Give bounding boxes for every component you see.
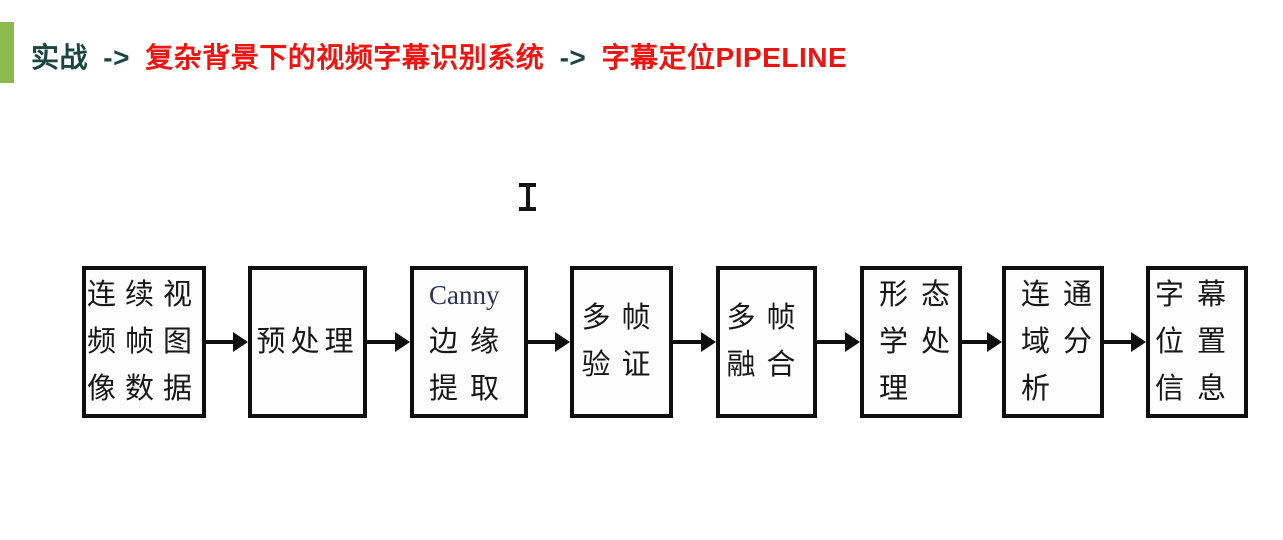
flow-arrow-icon [962,266,1002,418]
flow-box-line: 频帧图 [86,325,201,358]
flow-box-morphology: 形态 学处 理 [860,266,962,418]
flow-box-canny-edge: Canny 边缘 提取 [410,266,528,418]
flow-box-line: 位置 [1154,325,1239,358]
flow-box-line: 字幕 [1154,278,1239,311]
arrow-head [701,332,716,352]
page-title: 实战 -> 复杂背景下的视频字幕识别系统 -> 字幕定位PIPELINE [31,36,847,76]
flow-box-line: 像数据 [86,372,201,405]
flow-box-line: 多帧 [726,302,807,334]
flow-arrow-icon [817,266,860,418]
arrow-shaft [528,340,557,344]
flow-arrow-icon [528,266,570,418]
title-accent-bar [0,22,14,83]
flow-box-connected-components: 连通 域分 析 [1002,266,1104,418]
arrow-shaft [367,340,397,344]
pipeline-flowchart: 连续视 频帧图 像数据 预处理 Canny 边缘 提取 多帧 验证 [82,266,1248,418]
flow-box-line: 验证 [581,349,662,381]
title-segment-system: 复杂背景下的视频字幕识别系统 [145,42,545,73]
arrow-head [555,332,570,352]
title-arrow-separator: -> [103,42,130,73]
flow-box-line: 信息 [1154,372,1239,405]
title-segment-practice: 实战 [31,42,89,73]
flow-arrow-icon [367,266,410,418]
flow-box-line: 学处 [879,325,964,358]
flow-box-line: 融合 [726,349,807,381]
flow-box-preprocess: 预处理 [248,266,367,418]
flow-box-line: 预处理 [256,325,359,358]
arrow-head [233,332,248,352]
arrow-head [395,332,410,352]
flow-arrow-icon [673,266,716,418]
arrow-head [845,332,860,352]
flow-box-line: Canny [429,279,500,310]
title-segment-pipeline: 字幕定位PIPELINE [601,42,848,73]
title-arrow-separator: -> [559,42,587,73]
arrow-shaft [673,340,703,344]
flow-box-line: 边缘 [429,325,512,358]
arrow-shaft [1104,340,1133,344]
flow-box-line: 连通 [1021,278,1106,311]
arrow-shaft [206,340,235,344]
flow-arrow-icon [206,266,248,418]
arrow-shaft [962,340,989,344]
flow-box-line: 域分 [1021,325,1106,358]
flow-arrow-icon [1104,266,1146,418]
flow-box-line: 连续视 [86,278,201,311]
flow-box-line: 析 [1021,372,1064,405]
flow-box-multiframe-verify: 多帧 验证 [570,266,673,418]
flow-box-multiframe-fusion: 多帧 融合 [716,266,817,418]
flow-box-line: 提取 [429,372,512,405]
arrow-head [987,332,1002,352]
flow-box-line: 多帧 [581,302,662,334]
arrow-head [1131,332,1146,352]
text-cursor-icon [519,183,536,211]
flow-box-subtitle-position: 字幕 位置 信息 [1146,266,1248,418]
flow-box-video-frames: 连续视 频帧图 像数据 [82,266,206,418]
flow-box-line: 理 [879,372,922,405]
arrow-shaft [817,340,847,344]
flow-box-line: 形态 [879,278,964,311]
text-cursor-stem [525,185,530,209]
